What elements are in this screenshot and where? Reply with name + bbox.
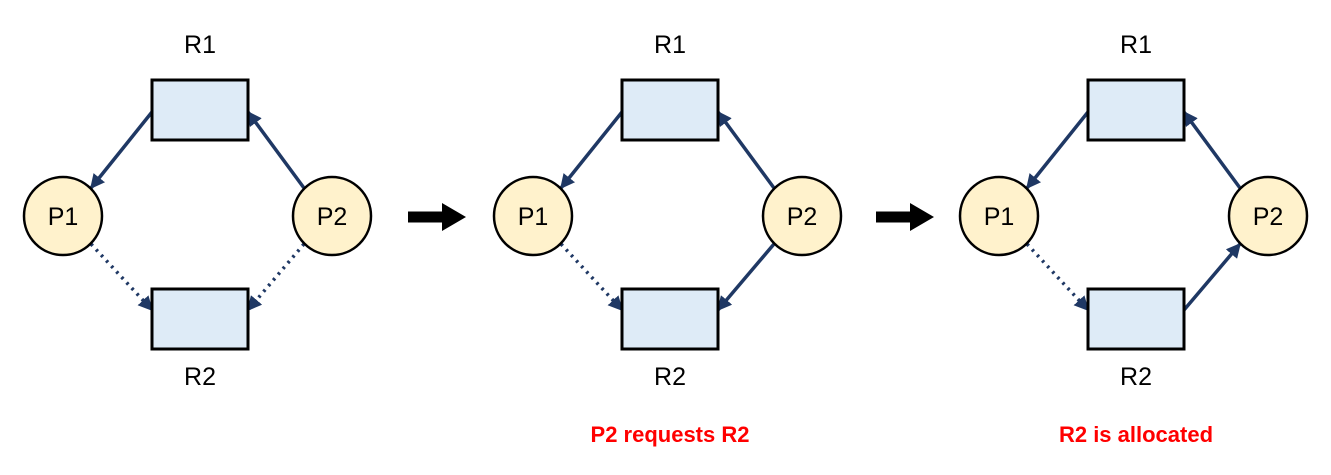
node-label-P2: P2	[317, 203, 348, 231]
panel-caption-3: R2 is allocated	[1058, 422, 1214, 447]
node-label-P2: P2	[1253, 203, 1284, 231]
node-label-R2: R2	[1120, 363, 1152, 391]
resource-node-R2	[620, 287, 720, 351]
edge-P2-R1-solid	[1182, 110, 1242, 190]
resource-node-R1	[1086, 78, 1186, 142]
node-label-R2: R2	[654, 363, 686, 391]
node-label-R2: R2	[184, 363, 216, 391]
node-label-P1: P1	[518, 203, 549, 231]
process-node-P1	[492, 175, 574, 257]
process-node-P1	[958, 175, 1040, 257]
node-label-R1: R1	[654, 31, 686, 59]
edge-R2-P2-solid	[1182, 242, 1242, 312]
node-label-P1: P1	[984, 203, 1015, 231]
node-label-R1: R1	[184, 31, 216, 59]
right-arrow-icon	[408, 203, 466, 231]
edge-R1-P1-solid	[89, 110, 154, 190]
node-label-P1: P1	[48, 203, 79, 231]
edge-P1-R2-dotted	[559, 242, 624, 312]
process-node-P2	[291, 175, 373, 257]
node-label-P2: P2	[787, 203, 818, 231]
process-node-P2	[1227, 175, 1309, 257]
process-node-P1	[22, 175, 104, 257]
edge-P2-R1-solid	[246, 110, 306, 190]
resource-node-R2	[1086, 287, 1186, 351]
edge-P2-R2-dotted	[246, 242, 306, 312]
panel-caption-2: P2 requests R2	[590, 422, 750, 447]
process-node-P2	[761, 175, 843, 257]
edge-P2-R2-solid	[716, 242, 776, 312]
node-label-R1: R1	[1120, 31, 1152, 59]
resource-node-R2	[150, 287, 250, 351]
edge-R1-P1-solid	[1025, 110, 1090, 190]
right-arrow-shape	[408, 203, 466, 231]
edge-R1-P1-solid	[559, 110, 624, 190]
edge-P1-R2-dotted	[89, 242, 154, 312]
edge-P1-R2-dotted	[1025, 242, 1090, 312]
resource-node-R1	[150, 78, 250, 142]
resource-node-R1	[620, 78, 720, 142]
edge-P2-R1-solid	[716, 110, 776, 190]
right-arrow-icon	[876, 203, 934, 231]
right-arrow-shape	[876, 203, 934, 231]
